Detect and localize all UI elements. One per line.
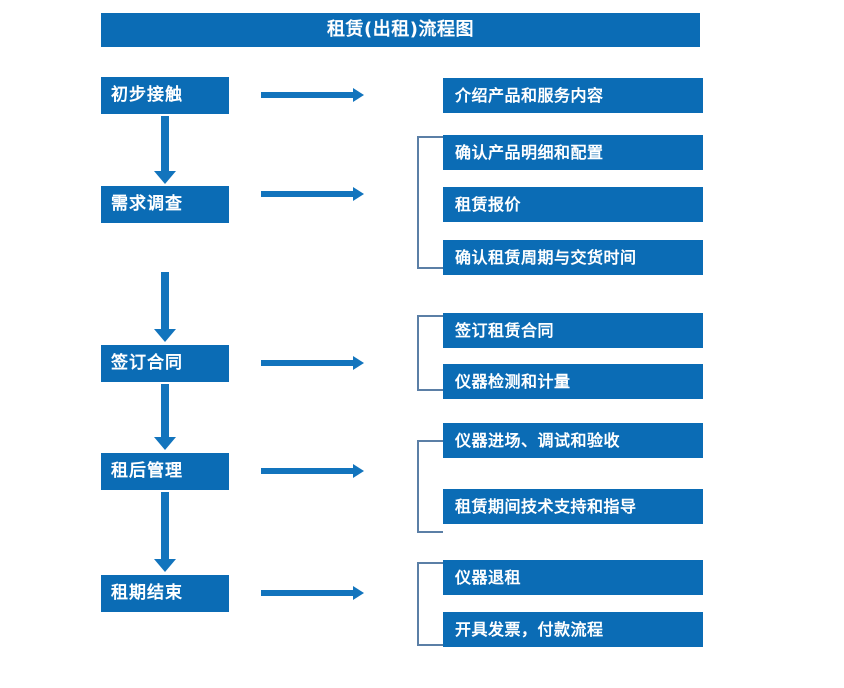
detail-box-3[interactable]: 租赁报价: [443, 187, 703, 222]
arrow-shaft: [261, 468, 353, 474]
arrow-shaft: [161, 272, 169, 329]
stage-box-1[interactable]: 初步接触: [101, 77, 229, 114]
arrow-head-icon: [154, 329, 176, 342]
stage-box-4[interactable]: 租后管理: [101, 453, 229, 490]
arrow-head-icon: [154, 437, 176, 450]
vertical-arrow-3: [154, 384, 176, 450]
arrow-head-icon: [154, 559, 176, 572]
diagram-title: 租赁(出租)流程图: [101, 13, 700, 47]
detail-box-9[interactable]: 仪器退租: [443, 560, 703, 595]
horizontal-arrow-2: [261, 187, 364, 201]
detail-box-8[interactable]: 租赁期间技术支持和指导: [443, 489, 703, 524]
vertical-arrow-4: [154, 492, 176, 572]
arrow-shaft: [261, 590, 353, 596]
arrow-head-icon: [353, 464, 364, 478]
bracket-group-4: [417, 440, 443, 533]
detail-box-10[interactable]: 开具发票，付款流程: [443, 612, 703, 647]
detail-box-1[interactable]: 介绍产品和服务内容: [443, 78, 703, 113]
bracket-group-2: [417, 136, 443, 269]
stage-box-5[interactable]: 租期结束: [101, 575, 229, 612]
detail-box-7[interactable]: 仪器进场、调试和验收: [443, 423, 703, 458]
vertical-arrow-1: [154, 116, 176, 184]
horizontal-arrow-5: [261, 586, 364, 600]
arrow-shaft: [261, 191, 353, 197]
bracket-group-5: [417, 562, 443, 646]
arrow-head-icon: [353, 187, 364, 201]
arrow-shaft: [261, 92, 353, 98]
horizontal-arrow-4: [261, 464, 364, 478]
arrow-shaft: [161, 384, 169, 437]
detail-box-2[interactable]: 确认产品明细和配置: [443, 135, 703, 170]
arrow-head-icon: [353, 356, 364, 370]
detail-box-4[interactable]: 确认租赁周期与交货时间: [443, 240, 703, 275]
bracket-group-3: [417, 315, 443, 391]
vertical-arrow-2: [154, 272, 176, 342]
stage-box-2[interactable]: 需求调查: [101, 186, 229, 223]
detail-box-6[interactable]: 仪器检测和计量: [443, 364, 703, 399]
arrow-shaft: [261, 360, 353, 366]
horizontal-arrow-1: [261, 88, 364, 102]
arrow-head-icon: [353, 88, 364, 102]
arrow-shaft: [161, 492, 169, 559]
arrow-shaft: [161, 116, 169, 171]
detail-box-5[interactable]: 签订租赁合同: [443, 313, 703, 348]
stage-box-3[interactable]: 签订合同: [101, 345, 229, 382]
arrow-head-icon: [353, 586, 364, 600]
arrow-head-icon: [154, 171, 176, 184]
horizontal-arrow-3: [261, 356, 364, 370]
